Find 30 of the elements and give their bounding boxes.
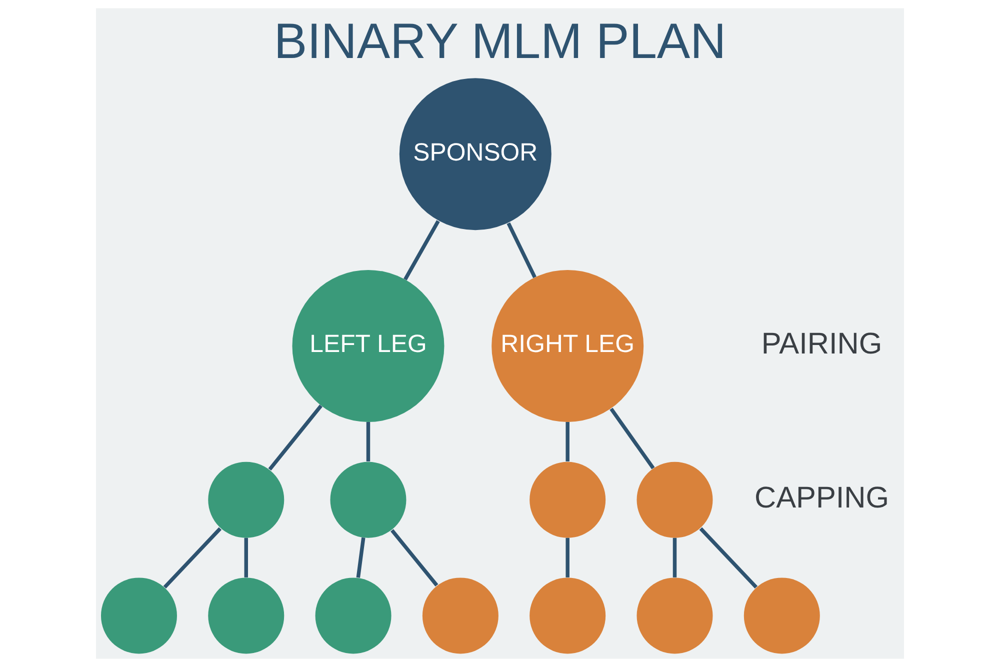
connector: [268, 404, 322, 471]
node-circle: [208, 578, 284, 654]
node-circle: [636, 578, 713, 654]
node-circle: [530, 578, 606, 654]
node-circle: [422, 578, 498, 654]
label: CAPPING: [754, 482, 890, 515]
connector: [366, 422, 370, 462]
connector: [610, 408, 655, 470]
connector: [699, 527, 758, 589]
connector: [506, 222, 536, 278]
node-circle: RIGHT LEG: [492, 270, 644, 422]
diagram-title: BINARY MLM PLAN: [274, 13, 726, 70]
connector: [163, 527, 222, 589]
connector: [390, 529, 438, 587]
connector: [356, 537, 366, 578]
connector: [672, 538, 677, 578]
node-circle: [744, 578, 820, 654]
node-circle: LEFT LEG: [292, 270, 444, 422]
node-circle: [530, 462, 606, 538]
connector: [404, 220, 440, 280]
node-circle: [100, 578, 177, 654]
node-circle: [208, 462, 284, 538]
label: PAIRING: [761, 328, 882, 361]
connector: [566, 422, 570, 462]
node-circle: [315, 578, 392, 654]
connector: [566, 538, 570, 578]
node-circle: [330, 462, 406, 538]
node-circle: [636, 462, 713, 538]
node-circle: SPONSOR: [399, 78, 552, 230]
connector: [244, 538, 248, 578]
